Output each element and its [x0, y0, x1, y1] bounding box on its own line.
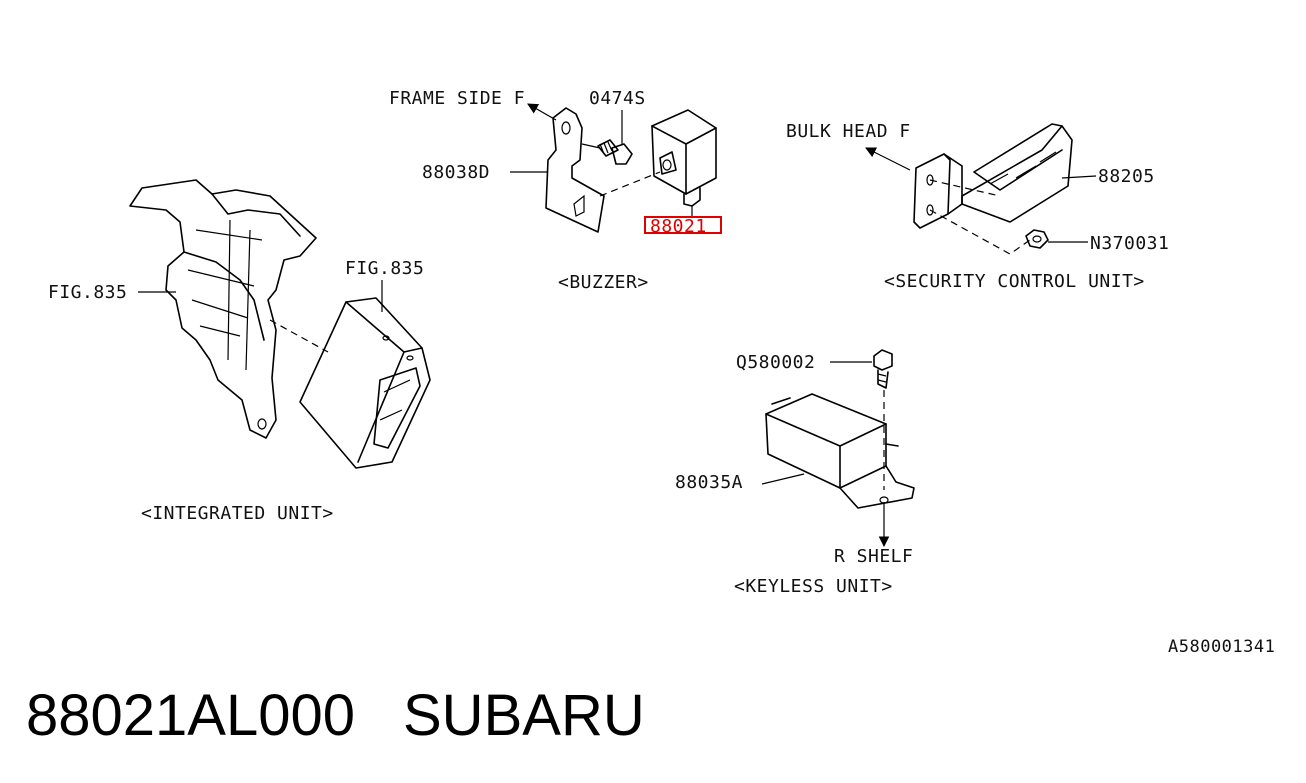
bulk-head-label: BULK HEAD F — [786, 121, 911, 142]
buzzer-body[interactable] — [651, 109, 717, 207]
security-control-unit[interactable] — [961, 123, 1073, 223]
security-control-unit-assembly — [865, 123, 1097, 255]
brand-name: SUBARU — [403, 683, 645, 748]
keyless-unit-module[interactable] — [765, 393, 915, 509]
buzzer-bracket[interactable] — [545, 107, 605, 233]
buzzer-assembly — [510, 103, 717, 233]
keyless-unit-assembly — [761, 349, 915, 548]
fig835-left-label[interactable]: FIG.835 — [48, 282, 127, 303]
security-bracket[interactable] — [913, 153, 963, 229]
nut-n370031[interactable] — [1025, 229, 1049, 249]
buzzer-part-label[interactable]: 88021 — [650, 216, 707, 237]
bolt-0474s[interactable] — [597, 139, 633, 165]
nut-n370031-label: N370031 — [1090, 233, 1169, 254]
integrated-group-label: <INTEGRATED UNIT> — [141, 503, 334, 524]
integrated-unit-module[interactable] — [299, 297, 431, 469]
keyless-88035a-label: 88035A — [675, 472, 743, 493]
drawing-code: A580001341 — [1168, 637, 1275, 657]
bolt-q580002-label: Q580002 — [736, 352, 815, 373]
bolt-0474s-label: 0474S — [589, 88, 646, 109]
integrated-bracket[interactable] — [129, 179, 317, 439]
bracket-88038-label: 88038D — [422, 162, 490, 183]
part-number: 88021AL000 — [26, 683, 355, 748]
r-shelf-label: R SHELF — [834, 546, 913, 567]
keyless-group-label: <KEYLESS UNIT> — [734, 576, 893, 597]
scu-group-label: <SECURITY CONTROL UNIT> — [884, 271, 1145, 292]
buzzer-group-label: <BUZZER> — [558, 272, 649, 293]
page-title: 88021AL000 SUBARU — [26, 682, 693, 749]
highlight-box — [644, 216, 722, 234]
frame-side-label: FRAME SIDE F — [389, 88, 525, 109]
scu-88205-label: 88205 — [1098, 166, 1155, 187]
fig835-top-label[interactable]: FIG.835 — [345, 258, 424, 279]
integrated-unit-assembly — [129, 179, 431, 469]
bolt-q580002[interactable] — [873, 349, 893, 389]
